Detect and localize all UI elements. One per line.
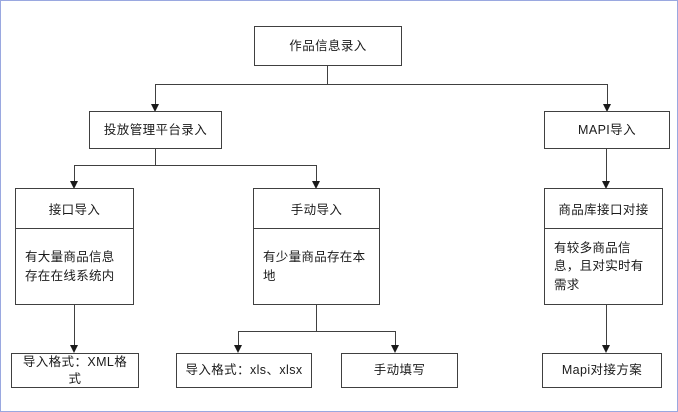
- edge-root-stem: [327, 66, 328, 84]
- group-manual-import-body-text: 有少量商品存在本地: [263, 250, 366, 283]
- edge-api-to-xml: [74, 305, 75, 351]
- node-root[interactable]: 作品信息录入: [254, 26, 402, 66]
- node-xml-format[interactable]: 导入格式：XML格式: [11, 353, 139, 388]
- arrow-platform-to-api: [70, 181, 78, 189]
- arrow-manual-to-fill: [391, 345, 399, 353]
- arrow-goods-to-plan: [602, 345, 610, 353]
- node-xls-format[interactable]: 导入格式：xls、xlsx: [176, 353, 312, 388]
- group-api-import-header: 接口导入: [16, 189, 133, 229]
- group-manual-import-body: 有少量商品存在本地: [254, 229, 379, 304]
- node-root-label: 作品信息录入: [289, 38, 367, 53]
- arrow-mapi-to-goods: [602, 181, 610, 189]
- edge-platform-to-manual: [316, 165, 317, 183]
- edge-root-bus: [155, 84, 607, 85]
- arrow-api-to-xml: [70, 345, 78, 353]
- node-platform[interactable]: 投放管理平台录入: [89, 111, 222, 149]
- arrow-platform-to-manual: [312, 181, 320, 189]
- group-manual-import[interactable]: 手动导入 有少量商品存在本地: [253, 188, 380, 305]
- group-goods-api-body-text: 有较多商品信息，且对实时有需求: [554, 241, 644, 292]
- edge-manual-stem: [316, 305, 317, 331]
- edge-manual-bus: [238, 331, 396, 332]
- edge-platform-stem: [155, 149, 156, 165]
- edge-root-to-platform: [155, 84, 156, 106]
- group-goods-api-body: 有较多商品信息，且对实时有需求: [545, 229, 662, 304]
- node-mapi[interactable]: MAPI导入: [544, 111, 670, 149]
- arrow-root-to-mapi: [603, 104, 611, 112]
- node-mapi-plan-label: Mapi对接方案: [561, 363, 643, 378]
- node-xml-format-label: 导入格式：XML格式: [22, 354, 128, 386]
- edge-platform-to-api: [74, 165, 75, 183]
- arrow-manual-to-xls: [234, 345, 242, 353]
- node-platform-label: 投放管理平台录入: [103, 122, 208, 137]
- edge-mapi-to-goods: [606, 149, 607, 183]
- edge-goods-to-plan: [606, 305, 607, 351]
- arrow-root-to-platform: [151, 104, 159, 112]
- group-api-import[interactable]: 接口导入 有大量商品信息存在在线系统内: [15, 188, 134, 305]
- group-api-import-body-text: 有大量商品信息存在在线系统内: [25, 250, 115, 283]
- group-goods-api[interactable]: 商品库接口对接 有较多商品信息，且对实时有需求: [544, 188, 663, 305]
- edge-manual-to-fill: [395, 331, 396, 351]
- group-manual-import-header: 手动导入: [254, 189, 379, 229]
- node-manual-fill-label: 手动填写: [373, 363, 426, 378]
- group-goods-api-header: 商品库接口对接: [545, 189, 662, 229]
- edge-manual-to-xls: [238, 331, 239, 351]
- node-mapi-label: MAPI导入: [578, 122, 636, 137]
- node-manual-fill[interactable]: 手动填写: [341, 353, 458, 388]
- group-api-import-body: 有大量商品信息存在在线系统内: [16, 229, 133, 304]
- node-xls-format-label: 导入格式：xls、xlsx: [185, 363, 303, 378]
- edge-root-to-mapi: [607, 84, 608, 106]
- edge-platform-bus: [74, 165, 317, 166]
- node-mapi-plan[interactable]: Mapi对接方案: [542, 353, 662, 388]
